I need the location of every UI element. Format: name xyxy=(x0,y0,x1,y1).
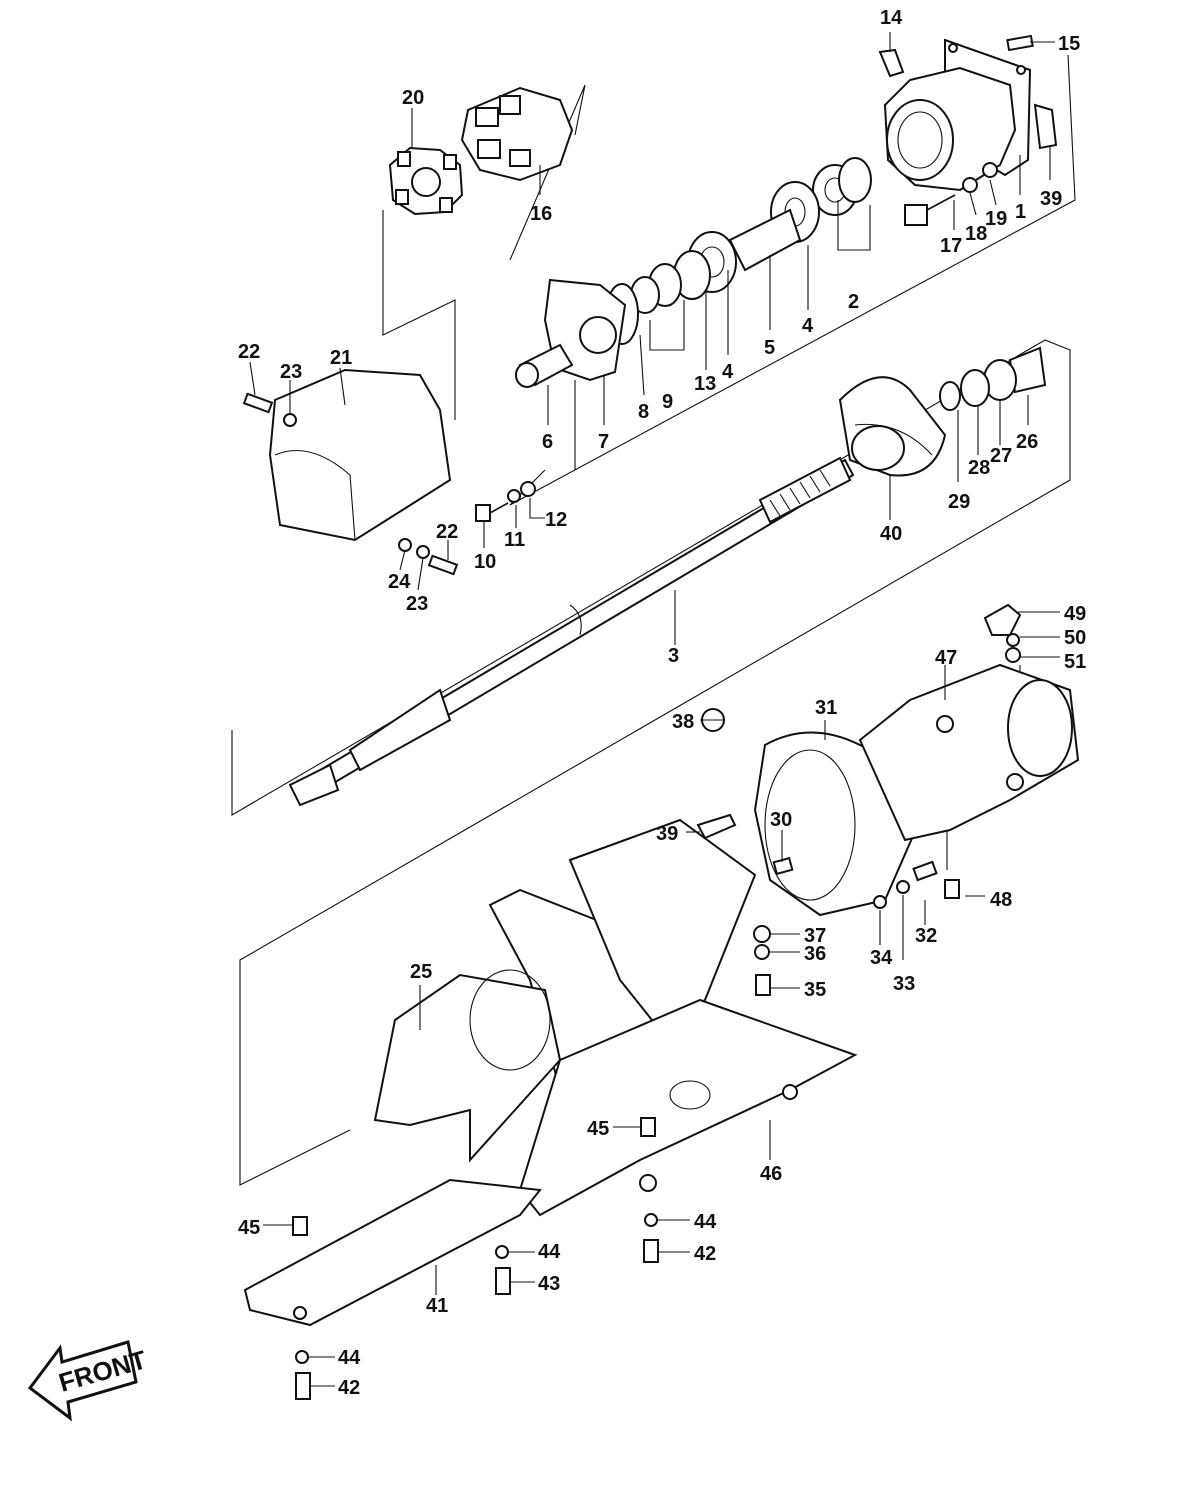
callout-26: 26 xyxy=(1016,431,1038,453)
callout-45b: 45 xyxy=(238,1217,260,1239)
callout-11: 11 xyxy=(504,529,525,551)
callout-23b: 23 xyxy=(406,593,428,615)
callout-10: 10 xyxy=(474,551,496,573)
callout-22b: 22 xyxy=(436,521,458,543)
callout-50: 50 xyxy=(1064,627,1086,649)
bolt-10-group xyxy=(475,481,536,522)
callout-40: 40 xyxy=(880,523,902,545)
callout-20: 20 xyxy=(402,87,424,109)
callout-6: 6 xyxy=(542,431,553,453)
callout-43: 43 xyxy=(538,1273,560,1295)
callout-45: 45 xyxy=(587,1118,609,1140)
callout-27: 27 xyxy=(990,445,1012,467)
callout-35: 35 xyxy=(804,979,826,1001)
pump-housing xyxy=(878,34,1058,192)
callout-19: 19 xyxy=(985,208,1007,230)
callout-17: 17 xyxy=(940,235,962,257)
callout-5: 5 xyxy=(764,337,775,359)
callout-22: 22 xyxy=(238,341,260,363)
callout-33: 33 xyxy=(893,973,915,995)
impeller xyxy=(838,346,1047,477)
callout-44c: 44 xyxy=(338,1347,361,1369)
pump-fasteners xyxy=(696,603,1022,996)
callout-3: 3 xyxy=(668,645,679,667)
callout-4: 4 xyxy=(802,315,814,337)
callout-18: 18 xyxy=(965,223,987,245)
callout-42b: 42 xyxy=(338,1377,360,1399)
callout-29: 29 xyxy=(948,491,970,513)
callout-23: 23 xyxy=(280,361,302,383)
coupling-assembly xyxy=(388,86,574,216)
callout-38: 38 xyxy=(672,711,694,733)
leader-lines xyxy=(249,32,1060,1387)
callout-39b: 39 xyxy=(656,823,678,845)
callout-7: 7 xyxy=(598,431,609,453)
shaft-cover xyxy=(242,368,459,576)
callout-47: 47 xyxy=(935,647,957,669)
callout-12: 12 xyxy=(545,509,567,531)
callout-46: 46 xyxy=(760,1163,782,1185)
callout-8: 8 xyxy=(638,401,649,423)
callout-48: 48 xyxy=(990,889,1012,911)
callout-41: 41 xyxy=(426,1295,448,1317)
shaft-bearings xyxy=(515,157,872,388)
callout-30: 30 xyxy=(770,809,792,831)
callout-24: 24 xyxy=(388,571,411,593)
front-arrow: FRONT xyxy=(27,1340,150,1422)
drive-shaft xyxy=(288,456,855,807)
callout-labels: 14 15 20 16 1 39 19 18 17 2 4 5 13 4 9 8… xyxy=(238,7,1086,1399)
pump-case xyxy=(753,663,1080,917)
callout-28: 28 xyxy=(968,457,990,479)
callout-36: 36 xyxy=(804,943,826,965)
callout-16: 16 xyxy=(530,203,552,225)
callout-13: 13 xyxy=(694,373,716,395)
callout-32: 32 xyxy=(915,925,937,947)
callout-9: 9 xyxy=(662,391,673,413)
callout-37: 37 xyxy=(804,925,826,947)
callout-31: 31 xyxy=(815,697,837,719)
callout-4b: 4 xyxy=(722,361,734,383)
callout-44b: 44 xyxy=(538,1241,561,1263)
callout-34: 34 xyxy=(870,947,893,969)
callout-51: 51 xyxy=(1064,651,1086,673)
callout-2: 2 xyxy=(848,291,859,313)
callout-1: 1 xyxy=(1015,201,1026,223)
callout-25: 25 xyxy=(410,961,432,983)
callout-21: 21 xyxy=(330,347,352,369)
callout-49: 49 xyxy=(1064,603,1086,625)
callout-39: 39 xyxy=(1040,188,1062,210)
callout-44: 44 xyxy=(694,1211,717,1233)
top-fasteners xyxy=(904,162,998,226)
callout-15: 15 xyxy=(1058,33,1080,55)
callout-42: 42 xyxy=(694,1243,716,1265)
callout-14: 14 xyxy=(880,7,903,29)
frame-and-rideplate xyxy=(243,818,858,1327)
